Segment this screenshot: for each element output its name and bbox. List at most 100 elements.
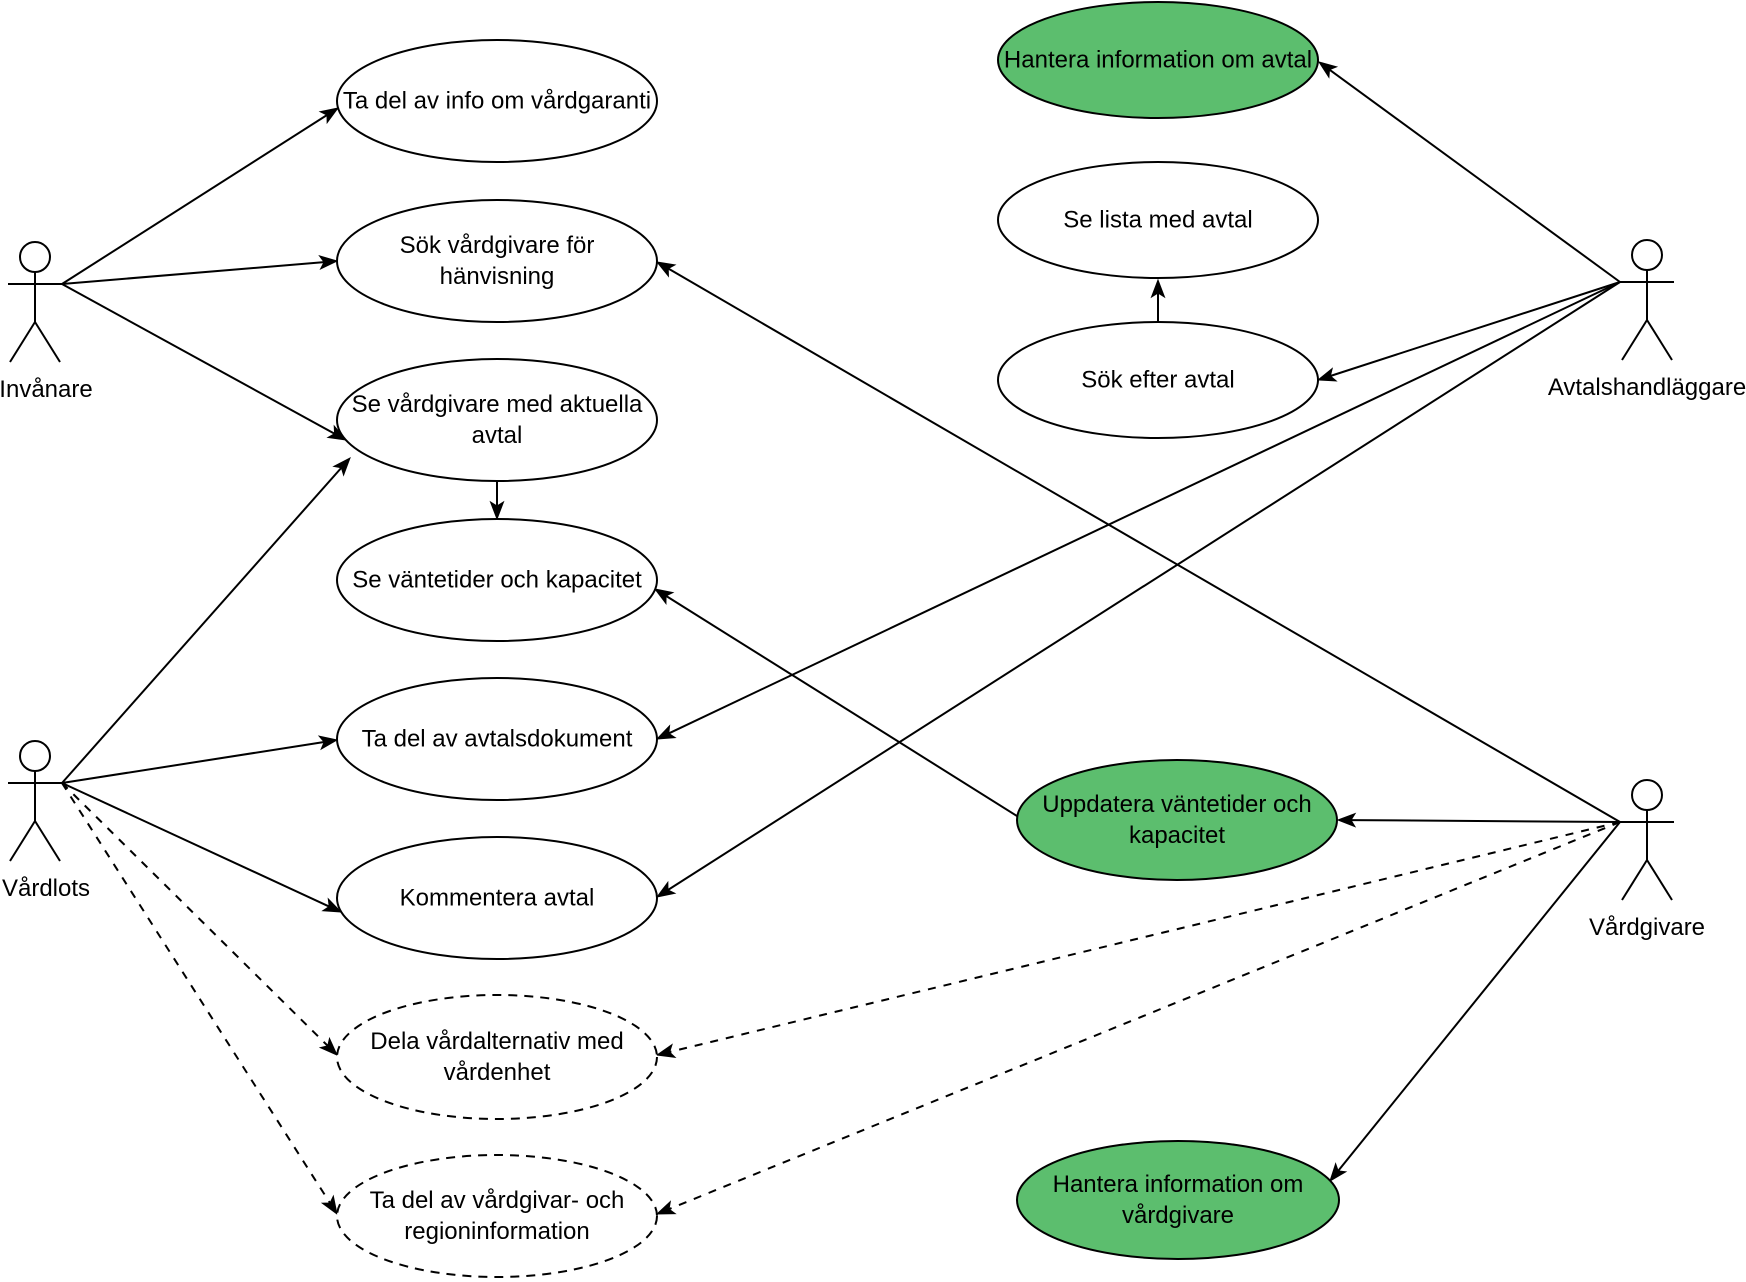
uc-sok-avtal[interactable]: Sök efter avtal [997,321,1319,439]
edge-vardlots--uc-se-vardgivare[interactable] [61,456,351,784]
use-case-ellipse[interactable] [336,358,658,482]
use-case-ellipse[interactable] [336,518,658,642]
arrowhead-icon [332,456,351,477]
edge-line [668,281,1621,735]
actor-head-icon [19,241,51,273]
use-case-ellipse[interactable] [1016,759,1338,881]
edge-line [667,267,1621,823]
edge-vardlots--uc-dela-vardalternativ[interactable] [61,782,338,1056]
edge-line [61,261,325,285]
arrowhead-icon [655,1043,677,1059]
edge-avtalshandlaggare--uc-avtalsdokument[interactable] [655,281,1621,740]
actor-avtalshandlaggare[interactable]: Avtalshandläggare [1548,239,1746,401]
edge-line [1350,819,1621,823]
edge-line [61,782,329,1047]
edge-vardgivare--uc-sok-vardgivare[interactable] [655,261,1621,823]
edge-vardlots--uc-avtalsdokument[interactable] [61,735,339,784]
use-case-ellipse[interactable] [336,1154,658,1278]
edge-line [61,114,328,285]
arrowhead-icon [321,897,343,913]
actor-head-icon [1631,779,1663,811]
arrowhead-icon [655,261,677,278]
arrowhead-icon [1316,367,1338,382]
edge-uc-se-vardgivare--uc-se-vantetider[interactable] [489,481,505,521]
arrowhead-icon [318,1036,338,1056]
edge-vardgivare--uc-hantera-vardgivare[interactable] [1329,821,1621,1183]
edge-uc-sok-avtal--uc-se-lista[interactable] [1150,278,1166,322]
edge-line [1330,281,1621,377]
edge-vardgivare--uc-dela-vardalternativ[interactable] [655,821,1621,1059]
arrowhead-icon [326,424,348,441]
actor-leg-icon [1621,319,1648,361]
edge-invanare--uc-vardgaranti[interactable] [61,107,340,285]
edge-invanare--uc-sok-vardgivare[interactable] [61,255,339,285]
edge-vardlots--uc-regioninfo[interactable] [61,782,338,1216]
uc-avtalsdokument[interactable]: Ta del av avtalsdokument [336,677,658,801]
arrowhead-icon [1317,61,1339,79]
arrowhead-icon [655,1200,677,1215]
arrowhead-icon [320,1194,338,1216]
arrowhead-icon [318,255,339,270]
use-case-ellipse[interactable] [336,836,658,960]
edge-vardgivare--uc-uppdatera-vantetider[interactable] [1336,812,1621,828]
edge-vardlots--uc-kommentera[interactable] [61,782,343,913]
uc-kommentera[interactable]: Kommentera avtal [336,836,658,960]
edge-avtalshandlaggare--uc-kommentera[interactable] [655,281,1621,898]
actor-leg-icon [9,321,36,363]
edge-vardgivare--uc-regioninfo[interactable] [655,821,1621,1215]
use-case-ellipse[interactable] [1016,1140,1340,1260]
use-case-ellipse[interactable] [997,161,1319,279]
actor-label: Invånare [0,376,93,403]
actor-leg-icon [9,820,36,862]
edge-line [667,281,1621,891]
uc-se-lista[interactable]: Se lista med avtal [997,161,1319,279]
edge-line [61,467,343,784]
edge-line [665,595,1018,817]
actor-invanare[interactable]: Invånare [0,241,93,403]
actor-leg-icon [1646,319,1673,361]
actor-leg-icon [34,820,61,862]
use-case-label: Ta del av info om vårdgaranti [343,88,651,115]
use-case-label: Sök efter avtal [1081,367,1234,394]
actor-head-icon [1631,239,1663,271]
actor-label: Vårdlots [2,875,90,902]
uc-se-vantetider[interactable]: Se väntetider och kapacitet [336,518,658,642]
use-case-ellipse[interactable] [336,199,658,323]
use-case-ellipse[interactable] [997,1,1319,119]
uc-hantera-avtal[interactable]: Hantera information om avtal [997,1,1319,119]
edge-invanare--uc-se-vardgivare[interactable] [61,283,348,441]
arrowhead-icon [1150,278,1166,299]
actor-leg-icon [1646,859,1673,901]
actor-leg-icon [1621,859,1648,901]
edge-line [1337,821,1621,1172]
use-case-ellipse[interactable] [336,39,658,163]
actor-leg-icon [34,321,61,363]
arrowhead-icon [653,588,675,606]
actor-vardgivare[interactable]: Vårdgivare [1589,779,1705,941]
actor-label: Vårdgivare [1589,914,1705,941]
uc-vardgaranti[interactable]: Ta del av info om vårdgaranti [336,39,658,163]
edge-avtalshandlaggare--uc-sok-avtal[interactable] [1316,281,1621,382]
use-case-ellipse[interactable] [997,321,1319,439]
use-case-ellipse[interactable] [336,994,658,1120]
actor-label: Avtalshandläggare [1548,374,1746,401]
edge-line [61,782,330,908]
edge-avtalshandlaggare--uc-hantera-avtal[interactable] [1317,61,1621,283]
actor-vardlots[interactable]: Vårdlots [2,740,90,902]
edge-uc-uppdatera-vantetider--uc-se-vantetider[interactable] [653,588,1018,817]
edge-line [61,741,325,784]
use-case-ellipse[interactable] [336,677,658,801]
edge-line [669,821,1621,1053]
